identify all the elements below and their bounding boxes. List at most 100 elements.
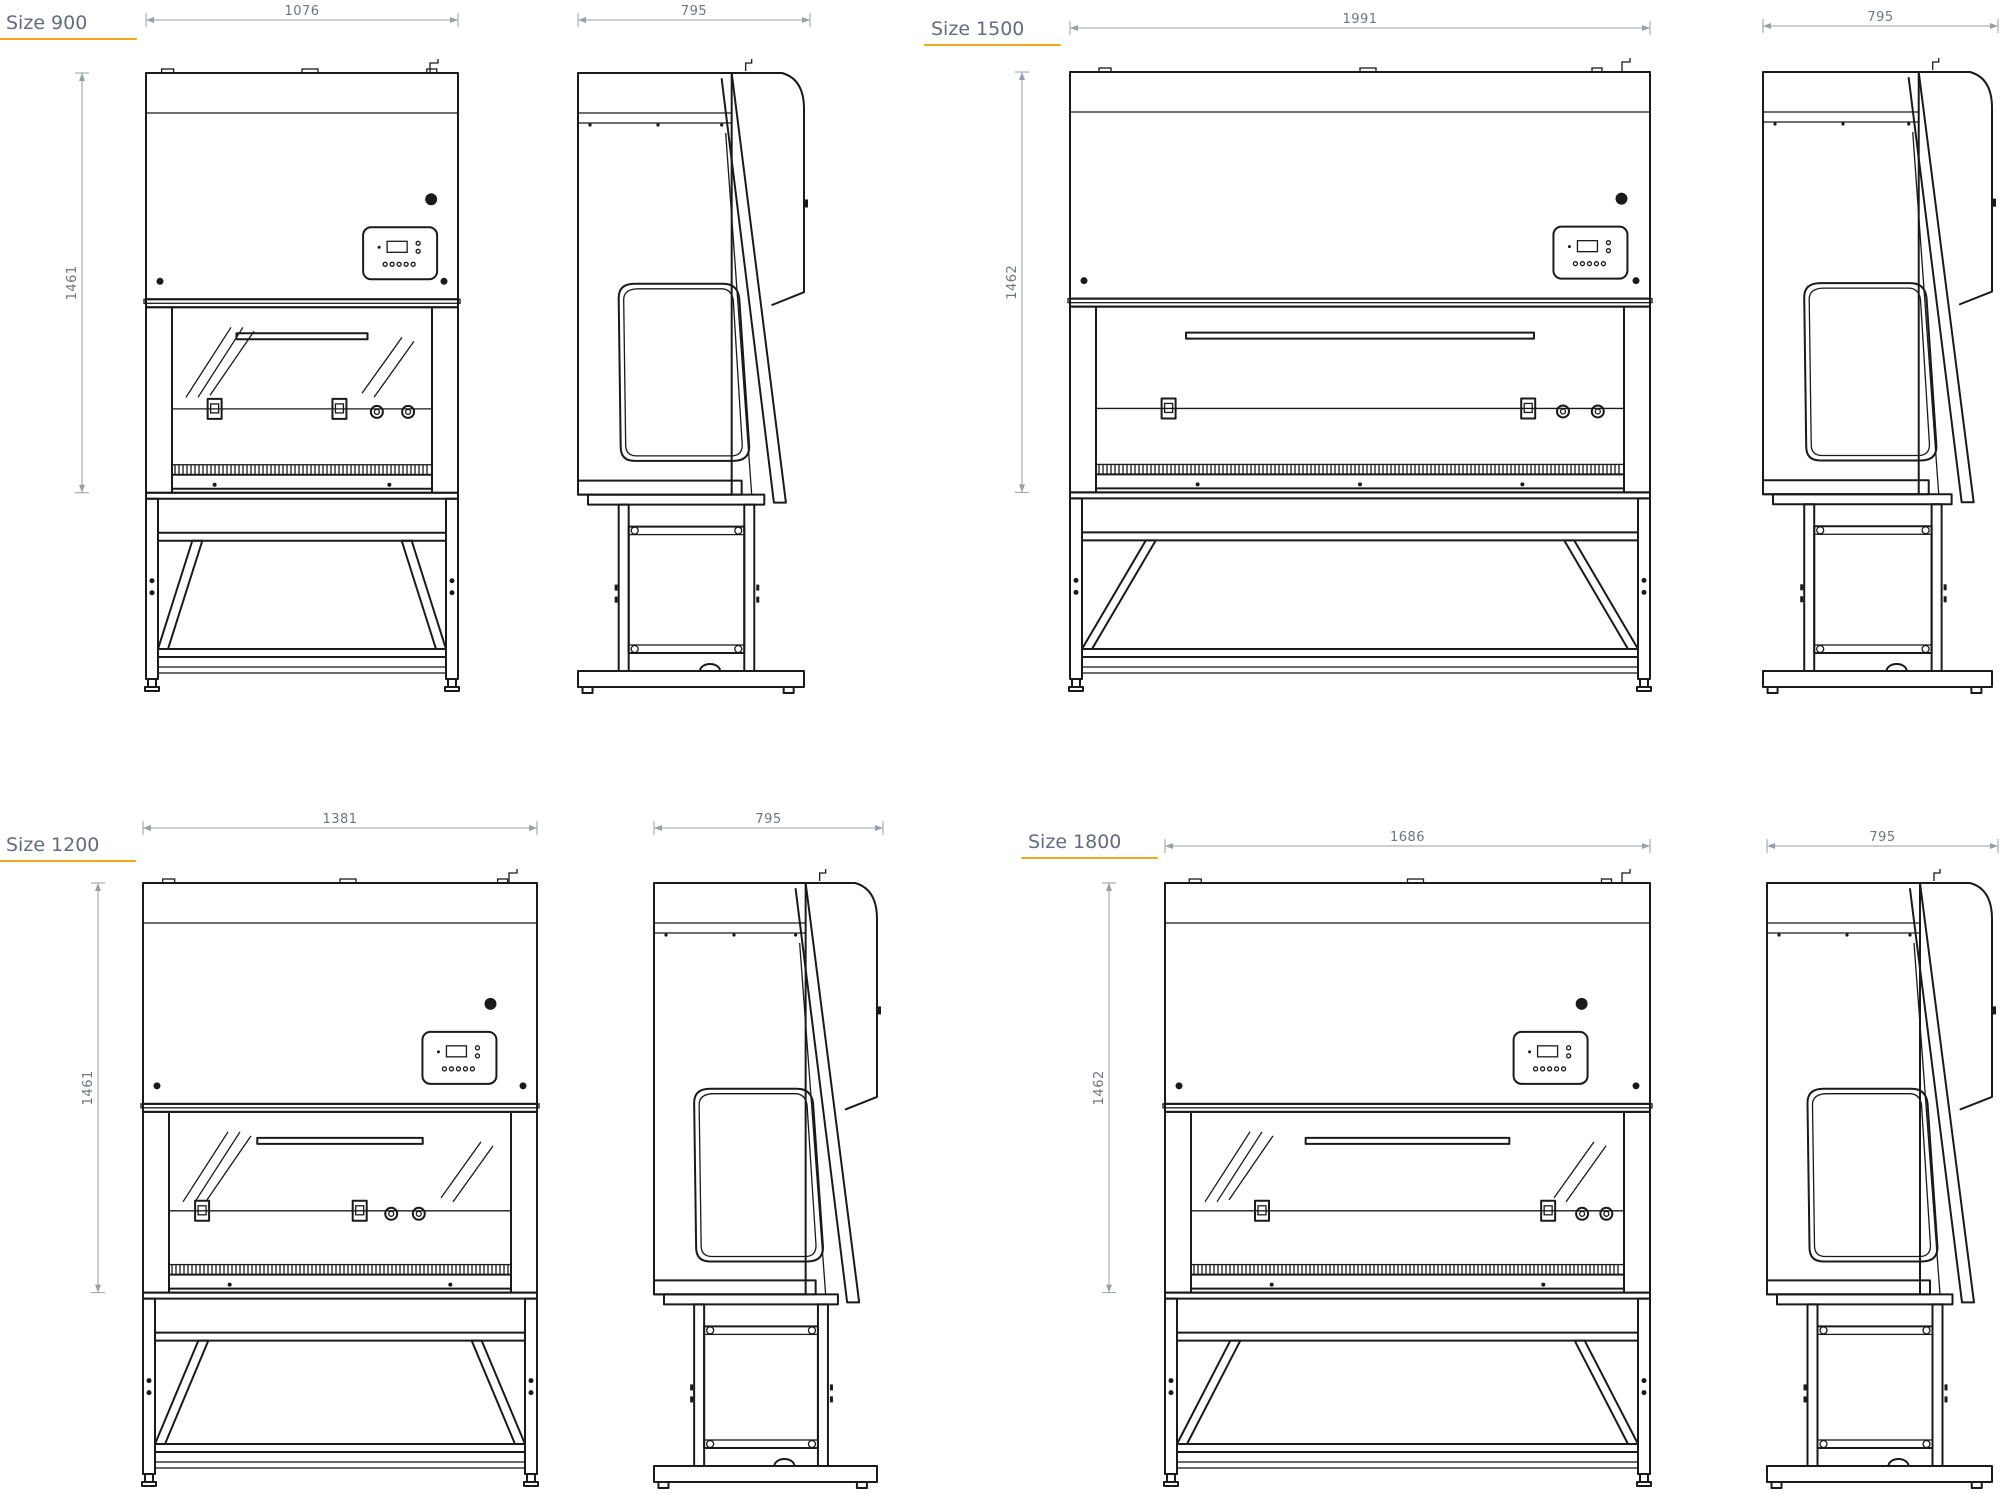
dimension-value: 1462	[1092, 1070, 1107, 1105]
support-stand	[1069, 497, 1651, 680]
exhaust-knob	[508, 869, 518, 883]
leveling-foot-icon	[444, 678, 460, 692]
frame-bolt	[630, 644, 639, 654]
side-stand-top	[1772, 493, 1953, 506]
frame-bolt	[1816, 644, 1825, 654]
support-stand	[1164, 1297, 1651, 1475]
frame-bolt	[1819, 1326, 1828, 1335]
dimension-arrow	[1019, 72, 1025, 80]
air-grille	[171, 464, 433, 476]
dimension-arrow	[1763, 23, 1771, 29]
dimension-arrow	[1990, 23, 1998, 29]
panel-button	[415, 248, 421, 254]
panel-button	[474, 1045, 481, 1051]
frame-bolt	[1922, 1326, 1931, 1335]
diagonal-brace	[154, 1339, 210, 1445]
dimension-value: 795	[681, 4, 707, 19]
exhaust-knob	[429, 59, 439, 73]
dimension-arrow	[1767, 843, 1775, 849]
indicator-led	[1567, 245, 1571, 249]
stand-leg	[145, 497, 159, 680]
dimension-value: 1461	[65, 265, 80, 300]
leveling-foot-icon	[1766, 686, 1779, 694]
housing-screw	[1632, 277, 1640, 285]
stand-leg	[1164, 1297, 1178, 1475]
dimension-arrow	[146, 17, 154, 23]
side-knob	[877, 1006, 881, 1015]
size-label: Size 1200	[0, 834, 136, 862]
power-socket-icon	[1160, 397, 1177, 420]
right-side-panel	[1623, 305, 1651, 494]
panel-button	[1586, 261, 1593, 267]
height-dimension: 1462	[1005, 71, 1029, 493]
cabinet-base	[142, 1291, 538, 1300]
right-side-panel	[431, 306, 459, 494]
panel-button	[1539, 1066, 1546, 1072]
dimension-value: 795	[1867, 10, 1893, 25]
diagonal-brace	[1573, 1339, 1639, 1445]
width-dimension: 795	[577, 4, 811, 27]
width-dimension: 1381	[142, 812, 538, 835]
side-view	[1766, 869, 1996, 1489]
work-tray	[171, 473, 433, 494]
footrest	[157, 666, 447, 674]
rounded-hood	[804, 882, 878, 1111]
dimension-arrow	[654, 825, 662, 831]
stand-leg	[445, 497, 459, 680]
stand-leg	[1803, 503, 1816, 672]
lower-crossbar	[157, 648, 447, 658]
uv-lamp-icon	[425, 193, 438, 206]
dimension-arrow	[95, 883, 101, 891]
height-dimension: 1461	[81, 882, 105, 1294]
frame-bolt	[705, 1326, 715, 1335]
top-fittings	[162, 869, 518, 884]
panel-button	[455, 1066, 462, 1072]
panel-button	[1605, 240, 1612, 246]
housing-screw	[1175, 1082, 1183, 1090]
leveling-foot-icon	[523, 1473, 539, 1487]
front-view	[1067, 58, 1653, 692]
panel-button	[441, 1066, 448, 1072]
dimension-arrow	[1642, 843, 1650, 849]
dimension-arrow	[875, 825, 883, 831]
uv-lamp-icon	[484, 997, 497, 1010]
stand-frame	[1816, 1325, 1934, 1450]
gas-tap-icon	[1556, 404, 1570, 419]
panel-button	[1600, 261, 1607, 267]
top-fittings	[160, 59, 439, 74]
dimension-arrow	[143, 825, 151, 831]
leveling-foot-icon	[1770, 1481, 1783, 1489]
indicator-led	[377, 245, 381, 249]
housing-screw	[1080, 277, 1088, 285]
side-window	[693, 1087, 825, 1263]
side-view	[1762, 58, 1996, 694]
panel-button	[389, 261, 395, 267]
size-label-text: Size 1200	[6, 834, 99, 856]
air-grille	[1190, 1263, 1625, 1276]
control-panel-icon	[421, 1030, 498, 1085]
panel-button	[1553, 1066, 1560, 1072]
dimension-arrow	[450, 17, 458, 23]
sash-frame	[1907, 71, 1975, 504]
housing-screw	[156, 277, 164, 285]
leveling-foot-icon	[855, 1481, 868, 1489]
caster-icon	[1885, 663, 1908, 672]
side-knob	[1992, 198, 1996, 207]
stand-leg	[1930, 503, 1943, 672]
panel-button	[415, 240, 421, 246]
left-side-panel	[1164, 1110, 1192, 1294]
height-dimension: 1461	[65, 72, 89, 494]
work-opening	[1095, 305, 1625, 490]
control-panel-frame	[362, 226, 439, 281]
frame-bolt	[630, 526, 639, 535]
leveling-foot-icon	[141, 1473, 157, 1487]
dimension-arrow	[95, 1284, 101, 1293]
side-base	[653, 1279, 817, 1296]
left-side-panel	[145, 306, 173, 494]
gas-tap-icon	[411, 1206, 426, 1221]
leveling-foot-icon	[1970, 1481, 1983, 1489]
display-screen	[1576, 240, 1599, 253]
upper-housing	[1069, 71, 1651, 300]
